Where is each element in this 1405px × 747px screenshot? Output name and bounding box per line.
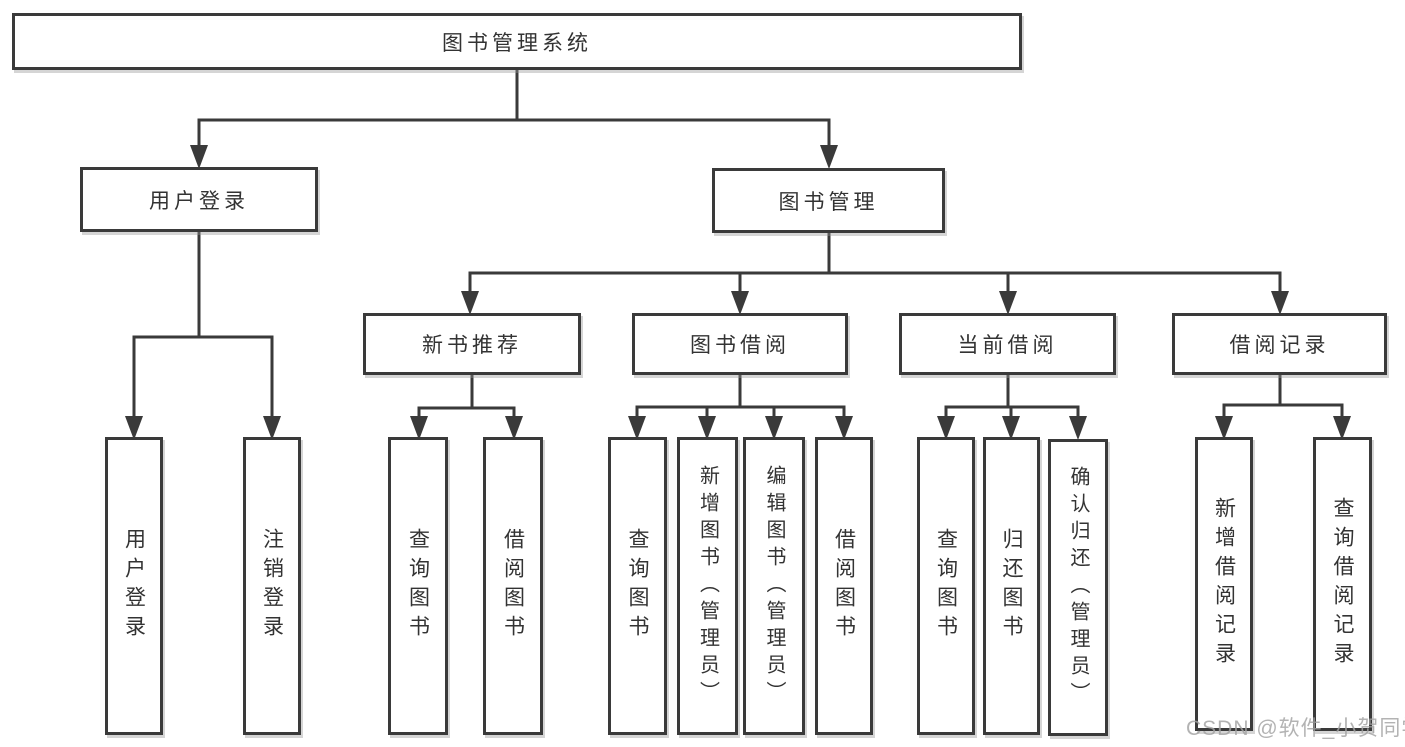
node-book-borrowing: 图书借阅 [632,313,848,375]
leaf-query-books-recommend: 查询图书 [388,437,448,735]
leaf-query-books-borrow: 查询图书 [608,437,667,735]
leaf-borrow-books-recommend: 借阅图书 [483,437,543,735]
node-user-login: 用户登录 [80,167,318,232]
node-library-management-system: 图书管理系统 [12,13,1022,70]
node-borrowing-records: 借阅记录 [1172,313,1387,375]
node-current-borrowing: 当前借阅 [899,313,1116,375]
leaf-query-borrow-record: 查询借阅记录 [1313,437,1372,731]
csdn-watermark: CSDN @软件_小贺同学 [1186,717,1405,740]
leaf-query-books-current: 查询图书 [917,437,975,735]
leaf-return-books: 归还图书 [983,437,1040,735]
leaf-borrow-books: 借阅图书 [815,437,873,735]
node-book-management: 图书管理 [712,168,945,233]
leaf-confirm-return-admin: 确认归还（管理员） [1048,439,1108,736]
node-new-book-recommendation: 新书推荐 [363,313,581,375]
leaf-add-borrow-record: 新增借阅记录 [1195,437,1253,731]
leaf-edit-books-admin: 编辑图书（管理员） [743,437,805,735]
leaf-user-login: 用户登录 [105,437,163,735]
leaf-logout: 注销登录 [243,437,301,735]
leaf-add-books-admin: 新增图书（管理员） [677,437,738,735]
